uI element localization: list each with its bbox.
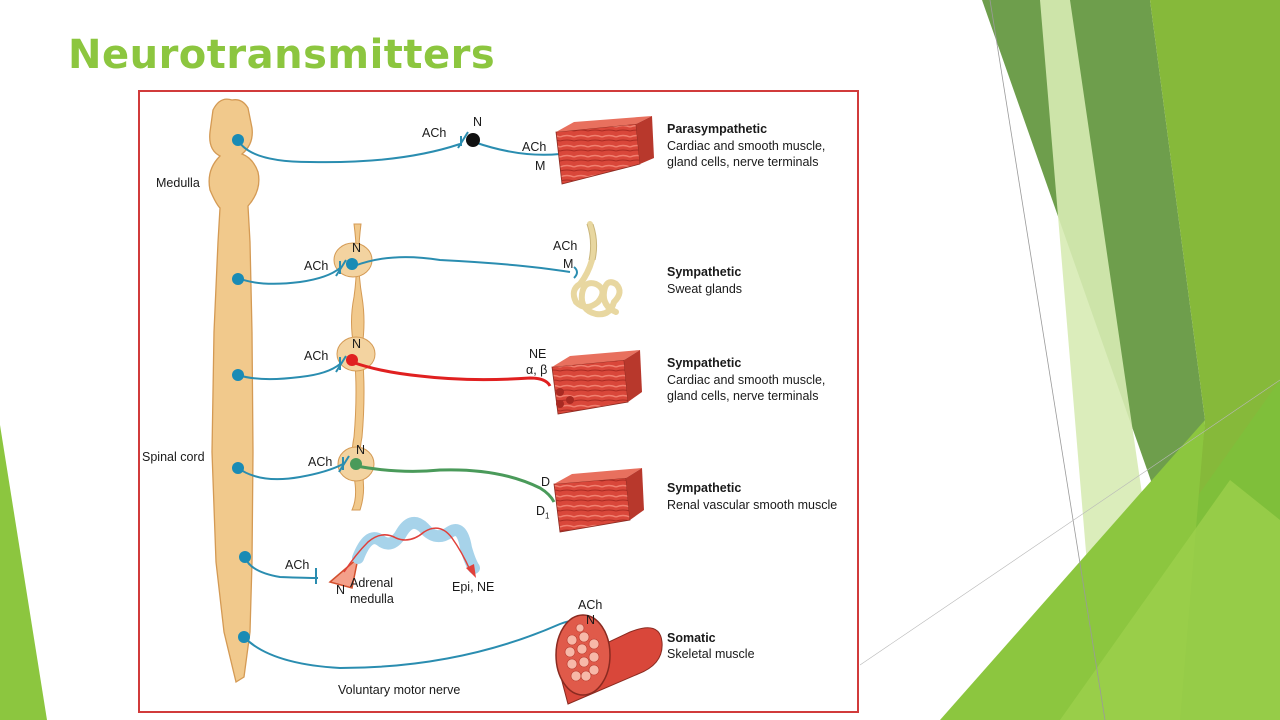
somatic-target: Skeletal muscle [667,647,755,661]
d-preganglionic-nt-label: ACh [308,455,333,469]
sweat-gland-outline [586,223,598,261]
sympathetic-d-target: Renal vascular smooth muscle [667,498,838,512]
diagram-illustration [208,98,663,705]
sympathetic-sweat-heading: Sympathetic [667,265,742,279]
cardiac-muscle-block-1 [555,116,654,185]
spinal-neuron-2 [232,273,244,285]
parasympathetic-postganglionic-nt-label: ACh [522,140,547,154]
d-preganglionic-fiber [237,463,344,481]
deco-thin-line-1 [989,0,1106,720]
medulla-neuron [232,134,244,146]
sweat-postganglionic-nt-label: ACh [553,239,578,253]
spinal-neuron-4 [232,462,244,474]
deco-thin-line-2 [859,379,1280,666]
parasympathetic-target-line-1: Cardiac and smooth muscle, [667,139,826,153]
ganglion-2 [336,336,376,372]
sympathetic-ne-target-line-2: gland cells, nerve terminals [667,389,819,403]
sweat-gland-terminal [573,266,578,279]
sweat-postganglionic-fiber [353,256,571,273]
somatic-heading: Somatic [667,631,716,645]
sweat-ganglion-receptor-label: N [352,241,362,255]
cardiac-muscle-block-2 [551,350,642,415]
sweat-target-receptor-label: M [563,257,574,271]
parasympathetic-ganglion-neuron [466,133,480,147]
d-target-receptor-label: D1 [536,504,549,524]
spinal-neuron-6 [238,631,250,643]
adrenal-medulla-cell [328,556,360,589]
adrenal-released-hormones-label: Epi, NE [452,580,495,594]
hormone-arrowhead [466,564,476,578]
adrenal-organ-label-line-2: medulla [350,592,394,606]
parasympathetic-target-receptor-label: M [535,159,546,173]
d-target-receptor-text: D [536,504,546,518]
parasympathetic-postganglionic-fiber [473,141,561,156]
parasympathetic-preganglionic-nt-label: ACh [422,126,447,140]
renal-vascular-muscle-block [553,468,644,533]
parasympathetic-ganglion-receptor-label: N [473,115,483,129]
adrenal-preganglionic-nt-label: ACh [285,558,310,572]
sweat-ganglion-neuron [346,258,358,270]
skeletal-muscle [555,614,663,705]
slide-title: Neurotransmitters [68,32,496,78]
somatic-motor-fiber [243,619,591,670]
blood-vessel [352,516,480,574]
sweat-ganglion-synapse [335,259,347,277]
parasympathetic-target-line-2: gland cells, nerve terminals [667,155,819,169]
sympathetic-d-heading: Sympathetic [667,481,742,495]
adrenal-receptor-label: N [336,583,346,597]
sweat-preganglionic-fiber [237,267,341,285]
adrenal-preganglionic-fiber [244,556,319,579]
parasympathetic-heading: Parasympathetic [667,122,768,136]
d-target-receptor-subscript: 1 [545,511,550,521]
sweat-preganglionic-nt-label: ACh [304,259,329,273]
ne-ganglion-synapse [335,355,347,373]
ne-ganglion-receptor-label: N [352,337,362,351]
spinal-neuron-5 [239,551,251,563]
sympathetic-ne-heading: Sympathetic [667,356,742,370]
d-ganglion-synapse [338,455,350,473]
parasympathetic-preganglionic-fiber [237,139,461,164]
d-ganglion-receptor-label: N [356,443,366,457]
voluntary-motor-nerve-label: Voluntary motor nerve [338,683,461,697]
ne-postganglionic-fiber [351,360,552,387]
ne-target-receptor-label: α, β [526,363,548,377]
adrenal-organ-label-line-1: Adrenal [350,576,394,590]
ne-preganglionic-fiber [237,363,341,381]
ne-ganglion-neuron [346,354,358,366]
spinal-neuron-3 [232,369,244,381]
hormone-flow-arrow [343,527,471,573]
medulla-label: Medulla [156,176,200,190]
diagram-frame: Medulla Spinal cord Voluntary motor nerv… [138,90,859,713]
ne-postganglionic-nt-label: NE [529,347,547,361]
somatic-nt-label: ACh [578,598,603,612]
sympathetic-ne-target-line-1: Cardiac and smooth muscle, [667,373,826,387]
d-ganglion-neuron [350,458,362,470]
d-postganglionic-fiber [355,464,556,503]
sweat-gland [570,221,623,318]
somatic-receptor-label: N [586,613,596,627]
deco-shape-bottom-light [1060,480,1280,720]
ne-preganglionic-nt-label: ACh [304,349,329,363]
spinal-cord-shape [208,98,260,684]
sympathetic-sweat-target: Sweat glands [667,282,743,296]
deco-shape-left [0,425,47,720]
parasympathetic-ganglion-synapse [457,131,469,149]
d-postganglionic-nt-label: D [541,475,551,489]
spinal-cord-label: Spinal cord [142,450,205,464]
